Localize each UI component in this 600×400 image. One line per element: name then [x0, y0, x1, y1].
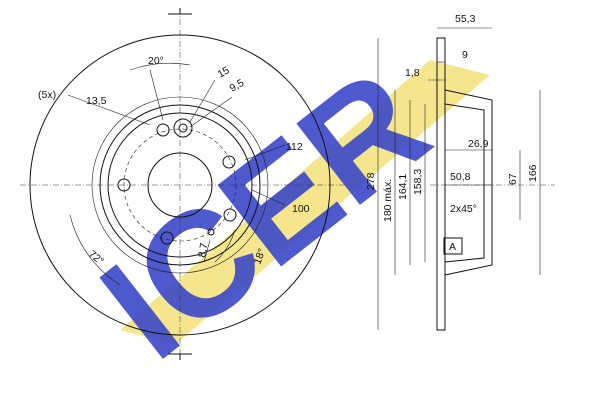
label-bolt-count: (5x)	[38, 89, 56, 101]
label-pcd: 112	[286, 141, 303, 153]
angle-arc-top	[129, 63, 191, 71]
pcd-circle	[123, 128, 237, 242]
leader-center-dia	[251, 189, 286, 206]
label-offset: 50,8	[450, 171, 471, 183]
leader-pcd	[244, 144, 286, 161]
label-center-dia: 100	[292, 203, 310, 215]
bolt-hole	[117, 178, 131, 192]
label-bore: 67	[507, 173, 519, 185]
label-angle-top: 20°	[148, 55, 164, 67]
label-total-width: 55,3	[455, 13, 476, 25]
bolt-hole	[223, 208, 237, 222]
disc-plate-section	[436, 37, 446, 331]
small-hole	[207, 228, 215, 236]
side-view: A 55,3 9 1,8 26,9 50,8 2x45° 278 180 máx…	[365, 13, 555, 331]
leader-angle-top	[149, 69, 164, 121]
label-outer-dia: 278	[365, 172, 377, 190]
section-mark-top	[168, 8, 192, 15]
label-hat-dia: 166	[527, 164, 539, 182]
leader-hole-a	[189, 79, 216, 123]
front-view: (5x) 13,5 20° 15 9,5 112 100 8,7 18° 72°	[20, 8, 345, 360]
locating-hole	[173, 118, 193, 138]
hat-inner-circle	[107, 112, 253, 258]
label-dia-158: 158,3	[412, 169, 424, 195]
hat-outer-circle	[99, 104, 261, 266]
label-hat-depth: 26,9	[468, 138, 489, 150]
label-hole-b: 9,5	[228, 77, 247, 95]
label-min-thickness: 1,8	[405, 67, 420, 79]
label-max-dia: 180 máx.	[382, 179, 394, 222]
leader-small-hole	[203, 239, 211, 263]
hat-section	[444, 89, 493, 276]
label-bolt-hole-dia: 13,5	[86, 95, 107, 107]
leader-hole-b	[189, 96, 233, 128]
icer-logo-watermark: ICER	[71, 37, 490, 390]
label-thickness: 9	[462, 49, 468, 61]
label-datum: A	[449, 241, 456, 253]
hat-inner-section	[444, 103, 485, 263]
section-mark-bottom	[168, 353, 192, 360]
label-chamfer: 2x45°	[450, 203, 477, 215]
bolt-hole	[222, 155, 236, 169]
locating-hole-inner	[178, 123, 188, 133]
disc-friction-inner	[91, 96, 269, 274]
center-bore	[147, 152, 213, 218]
logo-yellow-swoosh	[120, 60, 490, 345]
bolt-hole	[156, 123, 170, 137]
leader-bolt-hole	[67, 94, 151, 126]
angle-arc-bottom-right	[214, 229, 236, 263]
datum-box	[443, 237, 463, 255]
bolt-hole	[160, 231, 174, 245]
label-small-hole: 8,7	[196, 242, 210, 259]
label-hole-a: 15	[216, 64, 232, 80]
label-angle-bottom-right: 18°	[252, 247, 269, 266]
label-dia-164: 164,1	[397, 174, 409, 200]
disc-outer-edge	[29, 34, 331, 336]
angle-arc-bottom-left	[69, 214, 121, 286]
